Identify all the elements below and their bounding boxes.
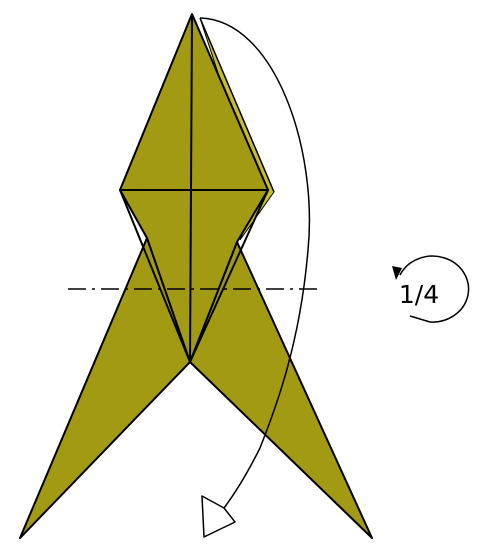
rotation-circle bbox=[399, 255, 470, 323]
fold-arrow-path bbox=[199, 17, 311, 509]
rotation-arrow-head bbox=[392, 266, 402, 280]
fold-arrow-head bbox=[201, 495, 236, 538]
crease-lines bbox=[119, 13, 275, 363]
kite-upper-half bbox=[119, 13, 269, 191]
center-crease bbox=[189, 13, 193, 363]
back-layer-edge bbox=[199, 17, 275, 193]
rotation-arrow-tail bbox=[409, 315, 431, 323]
rotation-label: 1/4 bbox=[399, 280, 439, 309]
fold-arrow-icon bbox=[199, 17, 311, 538]
right-diagonal-crease bbox=[189, 189, 269, 363]
left-diagonal-crease bbox=[119, 189, 191, 363]
rotate-quarter-icon: 1/4 bbox=[392, 255, 470, 323]
